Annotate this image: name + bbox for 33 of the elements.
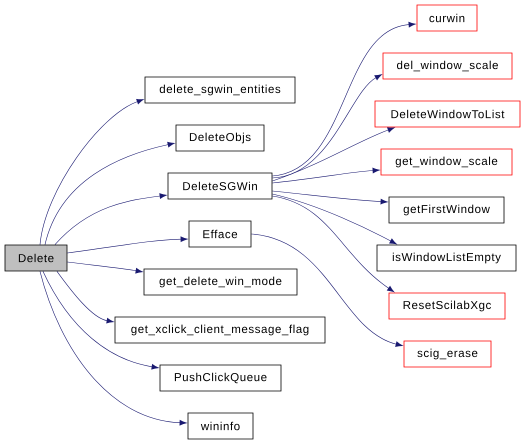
call-arrow [67,236,188,254]
call-arrow [272,74,382,178]
call-arrow [272,196,394,292]
call-arrow [67,262,143,274]
call-arrow [272,190,388,204]
function-box: get_window_scale [380,148,512,176]
call-arrow [42,271,159,370]
function-box: getFirstWindow [388,196,504,224]
call-arrow [272,194,397,244]
function-box: get_xclick_client_message_flag [114,316,326,344]
function-box: curwin [416,4,478,32]
function-box: DeleteObjs [176,124,264,152]
call-arrow [272,22,416,176]
call-arrow [251,234,403,347]
function-box: PushClickQueue [160,364,282,392]
call-arrow [56,271,114,324]
call-arrow [272,127,395,182]
function-box: get_delete_win_mode [144,268,298,296]
call-arrow [54,193,167,245]
function-box: wininfo [188,412,254,440]
function-box: isWindowListEmpty [376,244,516,272]
highlighted-function-box: Delete [4,244,68,272]
call-arrow [44,142,175,245]
function-box: Efface [188,220,252,248]
call-arrow [40,98,144,245]
function-box: scig_erase [404,340,492,368]
call-arrow [40,271,187,426]
function-box: ResetScilabXgc [388,292,506,320]
function-box: del_window_scale [382,52,512,80]
function-box: DeleteSGWin [168,172,272,200]
function-box: delete_sgwin_entities [144,76,296,104]
call-arrow [272,168,380,184]
function-box: DeleteWindowToList [374,100,520,128]
